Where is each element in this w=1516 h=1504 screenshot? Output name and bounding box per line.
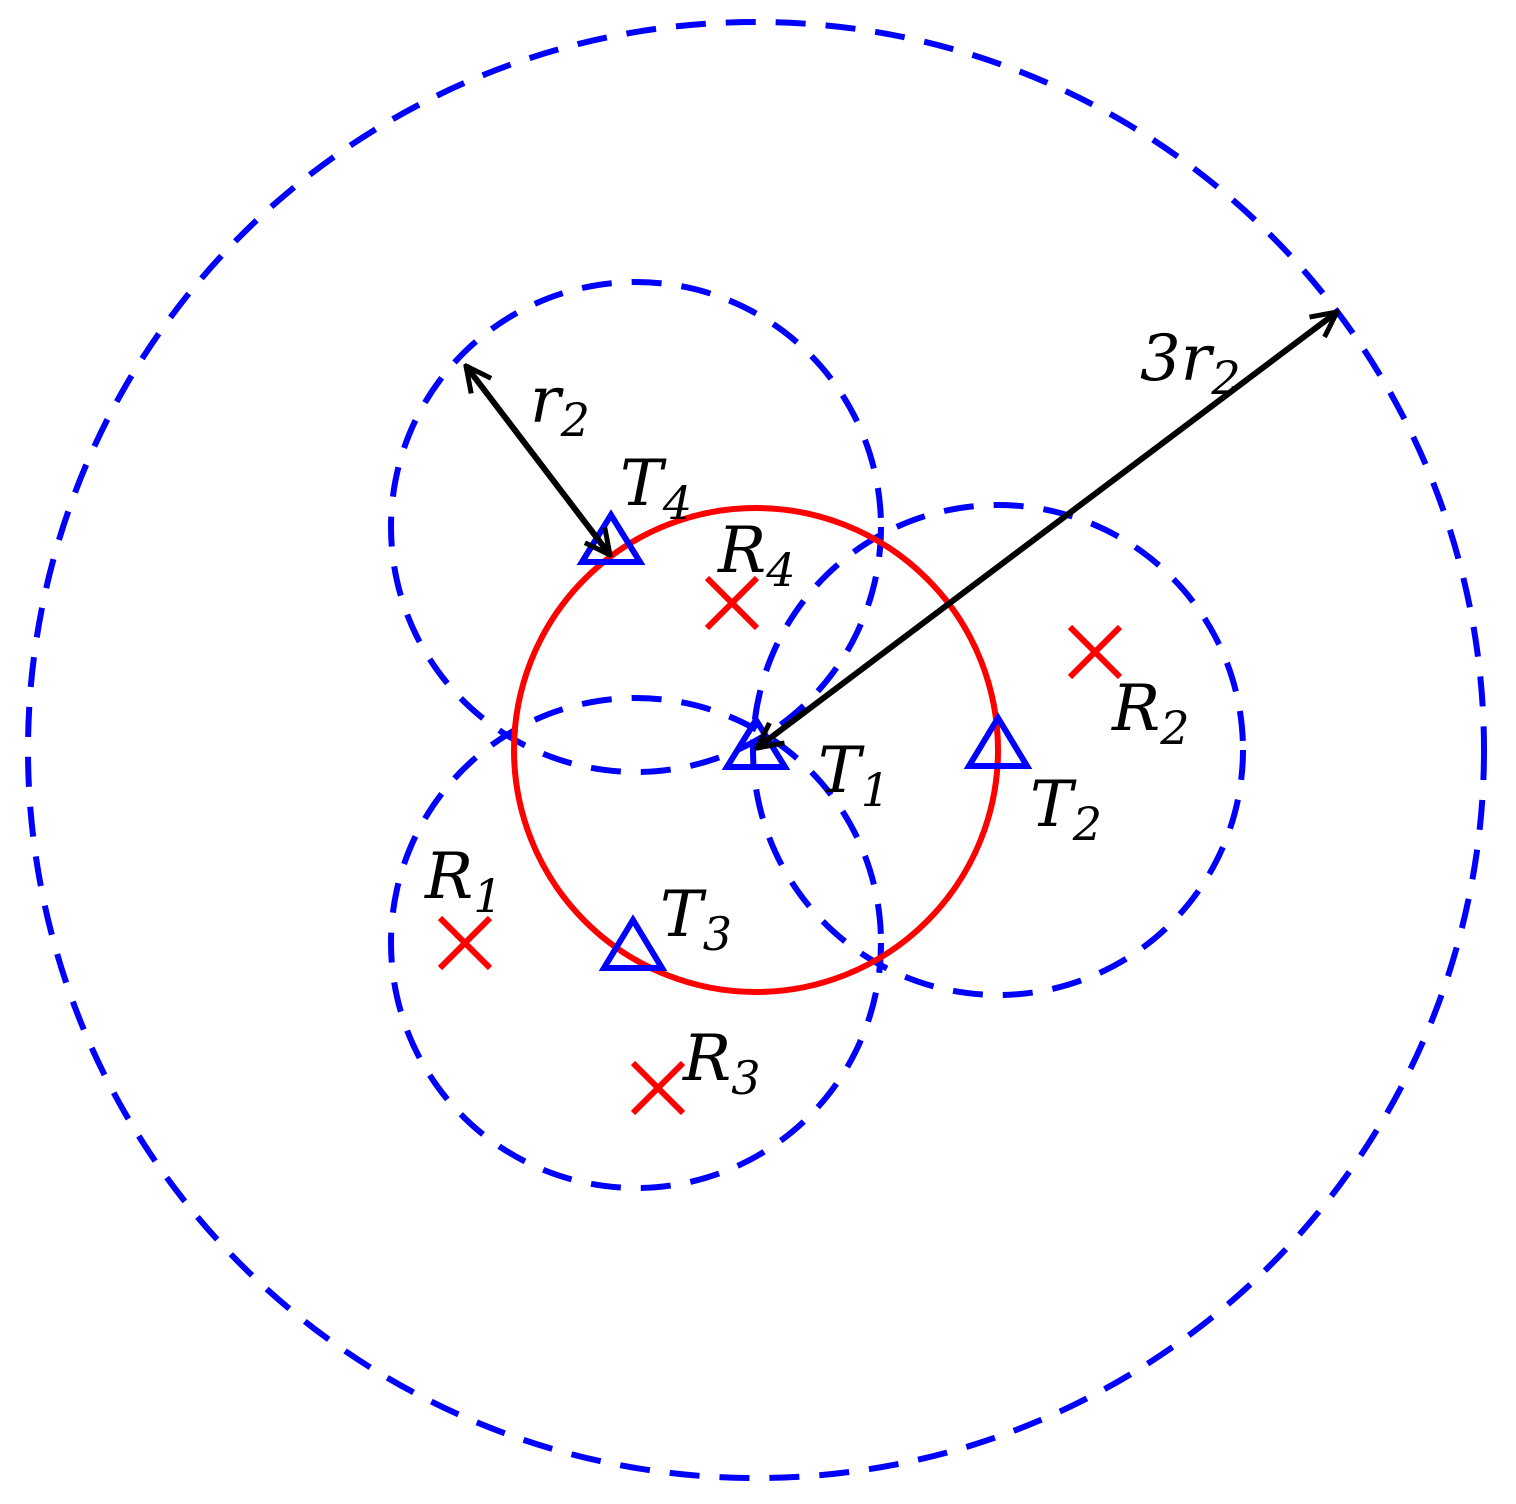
label-T4: T4 (620, 447, 692, 530)
label-T1: T1 (818, 734, 890, 817)
label-R1: R1 (424, 840, 502, 923)
receiver-R4-cross (704, 575, 760, 631)
outer-coverage-circle (25, 19, 1487, 1481)
receiver-R2-cross (1067, 624, 1123, 680)
label-R2: R2 (1111, 672, 1189, 755)
label-R3: R3 (682, 1022, 760, 1105)
label-3r2: 3r2 (1140, 322, 1241, 405)
coverage-circle-bottom (388, 695, 884, 1191)
receiver-R1-cross (437, 915, 493, 971)
label-T3: T3 (660, 878, 732, 961)
label-T2: T2 (1030, 768, 1102, 851)
radius-3r2-arrow (757, 312, 1337, 748)
receiver-R3-cross (630, 1060, 686, 1116)
radius-r2-arrow (466, 366, 610, 555)
transmitter-T3-triangle (598, 914, 668, 971)
label-r2: r2 (530, 364, 590, 447)
label-R4: R4 (717, 514, 795, 597)
